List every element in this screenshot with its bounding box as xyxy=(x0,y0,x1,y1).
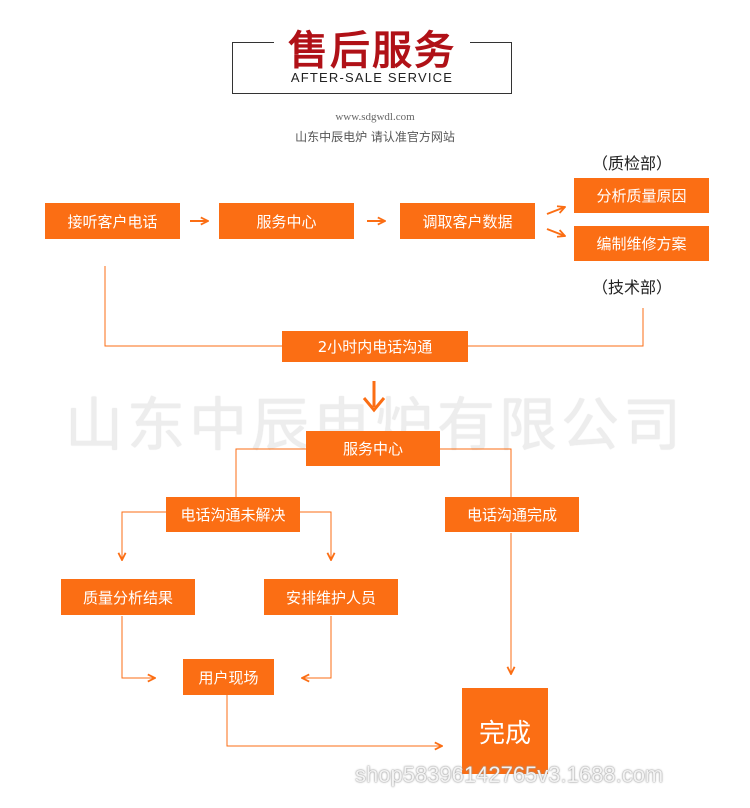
step-quality-result: 质量分析结果 xyxy=(61,579,195,615)
step-complete: 完成 xyxy=(462,688,548,774)
line-unresolved-right xyxy=(300,511,331,560)
line-right-loop xyxy=(468,308,644,347)
step-two-hour-call: 2小时内电话沟通 xyxy=(282,331,468,362)
step-repair-plan: 编制维修方案 xyxy=(574,226,709,261)
step-assign-staff: 安排维护人员 xyxy=(264,579,398,615)
step-unresolved: 电话沟通未解决 xyxy=(166,497,300,532)
site-url[interactable]: www.sdgwdl.com xyxy=(335,111,415,123)
line-quality-to-onsite xyxy=(121,616,155,678)
arrow-data-to-analyze xyxy=(546,207,565,215)
label-tech-dept: （技术部） xyxy=(592,278,673,297)
tagline: 山东中辰电炉 请认准官方网站 xyxy=(295,130,455,144)
header-title-mask xyxy=(274,20,470,80)
arrow-data-to-plan xyxy=(546,228,565,236)
label-qc-dept: （质检部） xyxy=(592,154,673,173)
step-service-center-top: 服务中心 xyxy=(219,203,354,239)
line-center-to-resolved xyxy=(440,448,512,498)
line-staff-to-onsite xyxy=(302,616,332,678)
step-retrieve-data: 调取客户数据 xyxy=(400,203,535,239)
step-analyze-cause: 分析质量原因 xyxy=(574,178,709,213)
step-answer-call: 接听客户电话 xyxy=(45,203,180,239)
footer-shop-url: shop58396142765v3.1688.com xyxy=(355,762,664,787)
arrow-down-main-head xyxy=(362,397,386,413)
step-service-center: 服务中心 xyxy=(306,431,440,466)
page-subtitle: AFTER-SALE SERVICE xyxy=(290,70,454,85)
line-unresolved-left xyxy=(122,511,166,560)
page-title: 售后服务 xyxy=(288,28,456,74)
step-onsite: 用户现场 xyxy=(183,659,274,695)
line-left-loop xyxy=(104,266,282,347)
line-center-to-unresolved xyxy=(235,448,306,498)
line-onsite-to-complete xyxy=(226,695,442,746)
step-resolved: 电话沟通完成 xyxy=(445,497,579,532)
